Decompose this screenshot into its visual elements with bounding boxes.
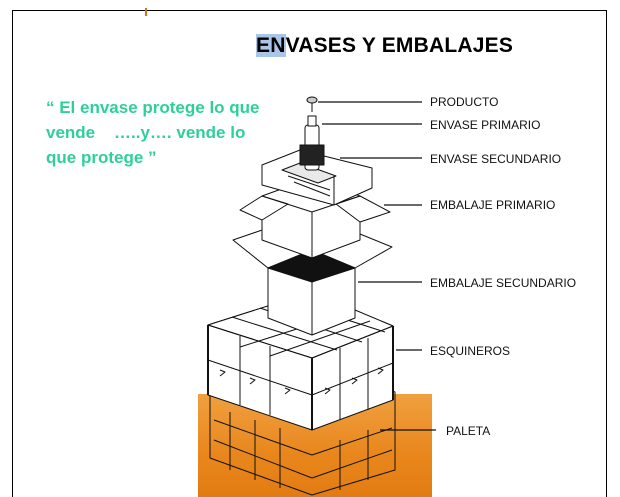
product-cap — [306, 96, 318, 112]
primary-bottle — [299, 115, 325, 171]
label-envase-primario: ENVASE PRIMARIO — [430, 118, 541, 132]
leader-lines — [318, 101, 436, 431]
title-highlight: EN — [256, 34, 286, 57]
frame-left-border — [12, 10, 13, 497]
corner-guards — [207, 325, 394, 430]
secondary-carton — [261, 149, 373, 206]
label-embalaje-primario: EMBALAJE PRIMARIO — [430, 198, 556, 212]
frame-right-border — [606, 10, 607, 497]
quote-line-2: vende …..y…. vende lo — [46, 123, 246, 142]
quote-text: “ El envase protege lo que vende …..y…. … — [46, 95, 296, 170]
label-embalaje-secundario: EMBALAJE SECUNDARIO — [430, 276, 577, 290]
label-envase-secundario: ENVASE SECUNDARIO — [430, 152, 562, 166]
label-producto: PRODUCTO — [430, 95, 499, 109]
slide-title: ENVASES Y EMBALAJES — [256, 34, 513, 58]
corner-mark — [145, 8, 147, 16]
label-esquineros: ESQUINEROS — [430, 344, 511, 358]
label-paleta: PALETA — [446, 424, 491, 438]
quote-line-3: que protege ” — [46, 148, 157, 167]
title-rest: VASES Y EMBALAJES — [285, 34, 514, 57]
frame-top-border — [12, 10, 607, 11]
quote-line-1: “ El envase protege lo que — [46, 98, 260, 117]
shipping-box-secondary — [232, 227, 393, 336]
